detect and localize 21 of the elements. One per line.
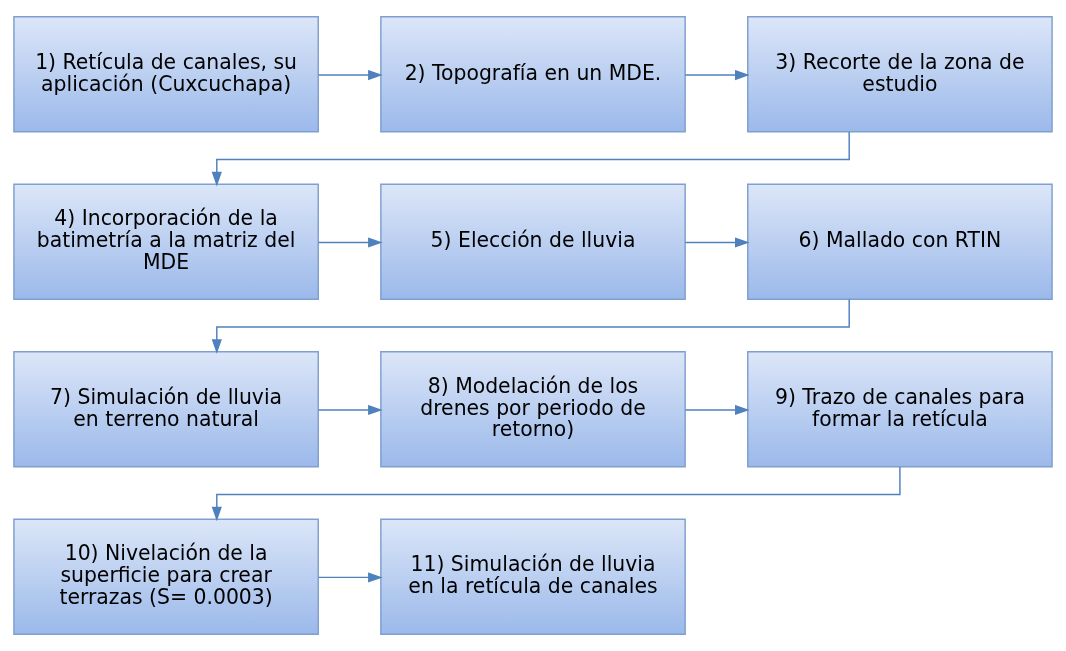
node-box: 1) Retícula de canales, su aplicación (Cuxcuchapa) — [13, 16, 319, 133]
arrow — [211, 131, 850, 187]
arrow — [211, 466, 901, 522]
node-box: 7) Simulación de lluvia en terreno natural — [13, 350, 319, 468]
node-box: 11) Simulación de lluvia en la retícula de canales — [380, 518, 686, 635]
node-box: 5) Elección de lluvia — [380, 183, 686, 301]
arrow — [317, 404, 383, 416]
arrow — [317, 237, 383, 248]
node-box: 8) Modelación de los drenes por periodo de retorno) — [380, 350, 686, 468]
node-box: 3) Recorte de la zona de estudio — [747, 16, 1053, 133]
node-box: 4) Incorporación de la batimetría a la matriz del MDE — [13, 183, 319, 301]
arrow — [684, 404, 750, 416]
node-box: 9) Trazo de canales para formar la retícula — [747, 350, 1053, 468]
arrow — [317, 572, 383, 583]
arrow — [684, 69, 750, 81]
arrow — [317, 69, 383, 81]
node-box: 10) Nivelación de la superficie para crear terrazas (S= 0.0003) — [13, 518, 319, 635]
arrow — [211, 298, 850, 354]
arrow — [684, 237, 750, 248]
node-box: 2) Topografía en un MDE. — [380, 16, 686, 133]
node-box: 6) Mallado con RTIN — [747, 183, 1053, 301]
